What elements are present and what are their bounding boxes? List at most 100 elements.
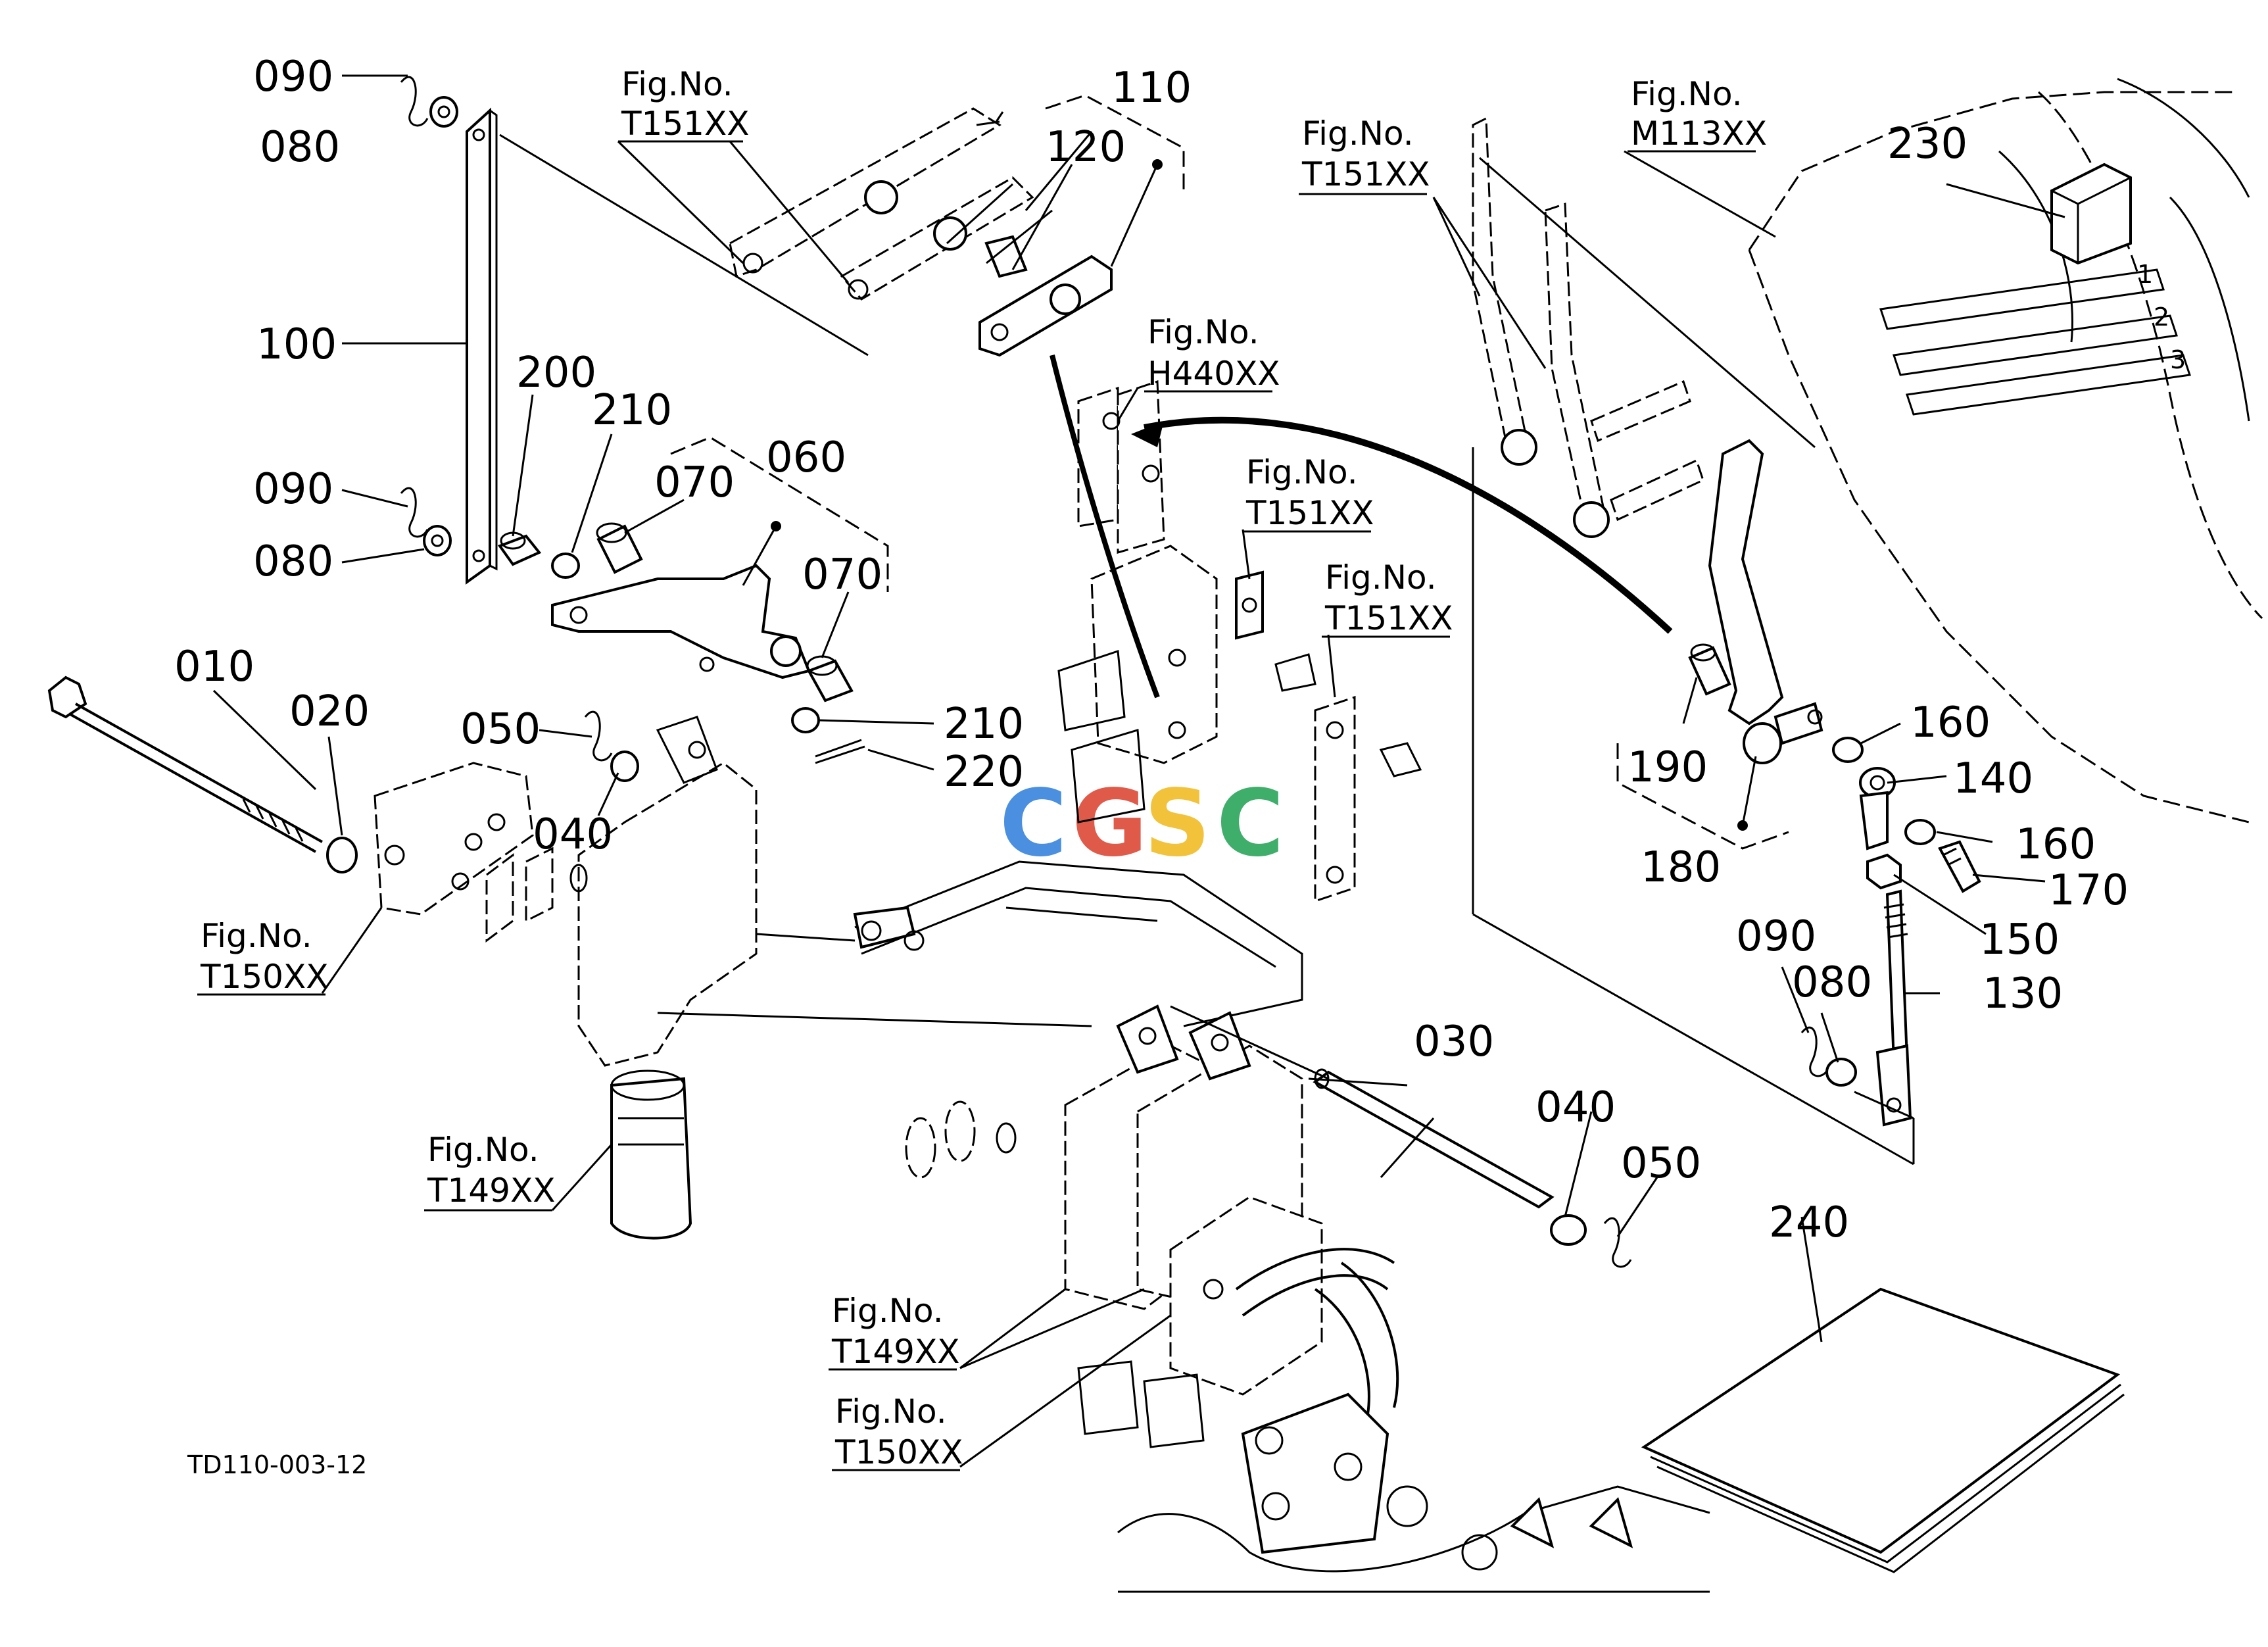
end-plate-left xyxy=(374,762,554,943)
part-label-080: 080 xyxy=(260,123,340,172)
part-label-080: 080 xyxy=(1792,958,1872,1007)
fig-ref-t150-left: Fig.No. T150XX xyxy=(197,917,328,996)
hydraulic-pipes xyxy=(1235,1248,1399,1415)
nut-150 xyxy=(1866,853,1902,890)
gate-mark-2: 2 xyxy=(2154,303,2169,332)
part-label-160: 160 xyxy=(2015,820,2096,869)
bushing-left xyxy=(596,522,643,574)
part-label-090: 090 xyxy=(1736,912,1816,961)
link-plate-assembly xyxy=(729,107,1034,301)
part-label-140: 140 xyxy=(1953,754,2033,803)
fig-ref-t151-right: Fig.No. T151XX xyxy=(1299,114,1430,195)
part-label-050: 050 xyxy=(460,705,541,754)
fig-ref-code: M113XX xyxy=(1631,114,1767,153)
bolt-170 xyxy=(1938,840,1981,893)
part-label-090: 090 xyxy=(253,53,333,101)
part-label-180: 180 xyxy=(1641,843,1721,892)
fig-ref-code: T149XX xyxy=(831,1333,959,1371)
fig-ref-label: Fig.No. xyxy=(427,1131,539,1169)
part-label-210: 210 xyxy=(592,386,672,435)
watermark-letter-2: G xyxy=(1072,770,1147,877)
part-label-160: 160 xyxy=(1910,699,1991,747)
pivot-bracket xyxy=(1057,380,1218,823)
fig-ref-label: Fig.No. xyxy=(1246,453,1358,491)
lever-knob xyxy=(2050,162,2132,265)
part-number-labels: 090 080 100 090 080 010 020 200 210 060 … xyxy=(174,53,2129,1247)
part-label-120: 120 xyxy=(1046,123,1126,172)
fig-ref-label: Fig.No. xyxy=(1147,313,1259,351)
fig-ref-label: Fig.No. xyxy=(835,1392,947,1431)
part-label-030: 030 xyxy=(1414,1018,1494,1066)
washers-160 xyxy=(1832,737,1936,845)
part-label-150: 150 xyxy=(1979,916,2060,964)
fig-ref-label: Fig.No. xyxy=(832,1292,944,1330)
part-label-240: 240 xyxy=(1769,1198,1849,1247)
fig-ref-code: T149XX xyxy=(427,1171,555,1210)
fig-ref-code: T151XX xyxy=(1301,155,1430,193)
part-label-230: 230 xyxy=(1887,120,1967,168)
control-valve-center xyxy=(1064,1004,1323,1448)
o-rings xyxy=(569,864,1017,1179)
fig-ref-code: T150XX xyxy=(200,958,328,996)
part-label-220: 220 xyxy=(944,748,1024,797)
pin-200 xyxy=(497,531,542,566)
long-bolt xyxy=(47,676,358,873)
part-label-050: 050 xyxy=(1621,1139,1701,1188)
fig-ref-label: Fig.No. xyxy=(1631,75,1743,113)
part-label-040: 040 xyxy=(533,810,613,859)
small-brackets xyxy=(1235,570,1422,903)
clip-and-washer-top xyxy=(400,76,458,128)
part-label-210: 210 xyxy=(944,700,1024,749)
part-label-090: 090 xyxy=(253,465,333,514)
shift-lever xyxy=(1708,439,1823,764)
part-label-070: 070 xyxy=(802,551,882,599)
part-label-170: 170 xyxy=(2048,866,2129,915)
pump-housing xyxy=(1117,1392,1710,1593)
fig-ref-code: T150XX xyxy=(834,1433,963,1471)
gate-mark-1: 1 xyxy=(2137,260,2153,289)
fig-ref-label: Fig.No. xyxy=(1325,558,1437,597)
fig-ref-m113: Fig.No. M113XX xyxy=(1628,75,1767,153)
group-bracket-110 xyxy=(1045,94,1185,267)
fig-ref-code: T151XX xyxy=(1324,599,1453,637)
fig-ref-code: H440XX xyxy=(1147,355,1280,393)
watermark-letter-4: C xyxy=(1217,770,1284,877)
leader-lines xyxy=(212,74,2065,1342)
part-label-080: 080 xyxy=(253,537,333,586)
control-valve-left xyxy=(577,716,758,1240)
fig-ref-label: Fig.No. xyxy=(621,65,733,103)
watermark-letter-3: S xyxy=(1144,770,1211,877)
part-label-100: 100 xyxy=(256,320,337,369)
part-label-010: 010 xyxy=(174,643,254,691)
group-bracket-180 xyxy=(1616,743,1789,850)
clip-and-washer-right xyxy=(1800,1026,1857,1087)
fig-ref-h440: Fig.No. H440XX xyxy=(1144,313,1280,393)
fig-ref-t151-mid: Fig.No. T151XX xyxy=(1243,453,1374,533)
bell-crank-arm xyxy=(551,564,811,679)
link-plate-110 xyxy=(978,235,1113,357)
fig-ref-t151-lower: Fig.No. T151XX xyxy=(1322,558,1453,638)
drawing-code: TD110-003-12 xyxy=(187,1450,367,1479)
gate-mark-3: 3 xyxy=(2170,345,2186,374)
control-cable xyxy=(1050,355,1673,699)
vertical-rod xyxy=(466,107,498,585)
part-label-020: 020 xyxy=(289,687,370,736)
clip-and-washer-bottom xyxy=(400,487,452,556)
part-label-070: 070 xyxy=(654,458,735,507)
fig-ref-t149-bottom: Fig.No. T149XX xyxy=(829,1292,959,1371)
operators-manual xyxy=(1641,1287,2125,1573)
fig-ref-t151-top: Fig.No. T151XX xyxy=(618,65,749,143)
watermark-logo: C G S C xyxy=(1000,770,1284,877)
fig-ref-code: T151XX xyxy=(621,105,749,143)
fork-frame xyxy=(853,860,1303,1027)
group-bracket-060 xyxy=(670,436,889,592)
part-label-060: 060 xyxy=(766,433,846,482)
cotter-pin-220 xyxy=(815,739,865,764)
fig-ref-t150-bottom: Fig.No. T150XX xyxy=(832,1392,963,1471)
collar-190 xyxy=(1688,643,1731,696)
pivot-pin xyxy=(1313,1068,1632,1268)
part-label-200: 200 xyxy=(516,349,596,397)
fig-ref-label: Fig.No. xyxy=(201,917,312,955)
watermark-letter-1: C xyxy=(1000,770,1067,877)
